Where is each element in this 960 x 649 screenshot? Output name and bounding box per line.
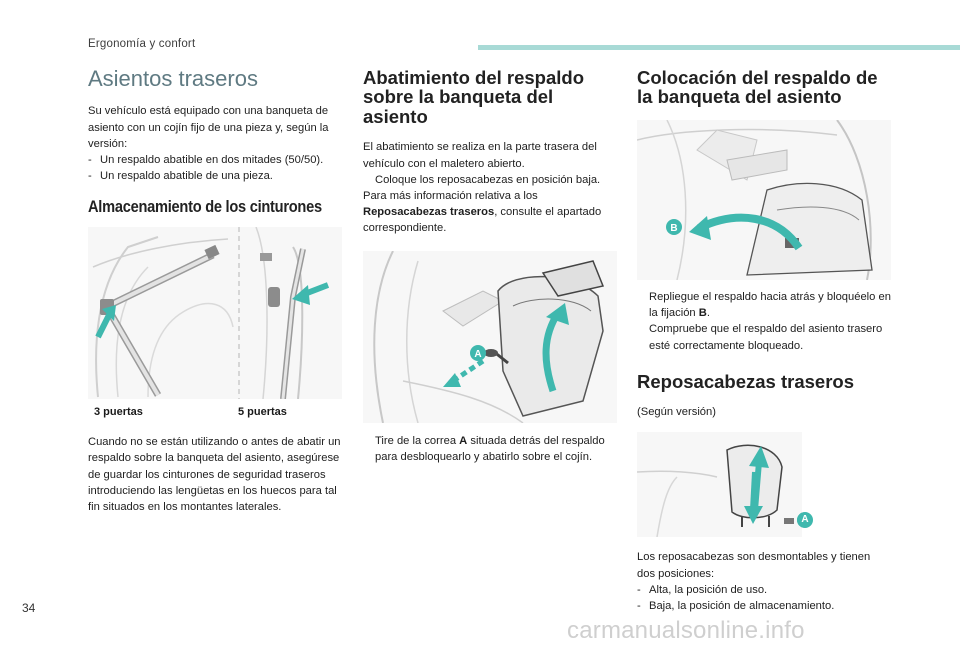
page-title: Asientos traseros xyxy=(88,66,258,91)
belt-storage-text: Cuando no se están utilizando o antes de… xyxy=(88,436,341,514)
column-rear-seats: Asientos traseros Su vehículo está equip… xyxy=(88,62,342,515)
reposition-backrest-figure: B xyxy=(637,119,891,280)
page-number: 34 xyxy=(22,601,36,615)
column-reposition-backrest: Colocación del respaldo de la banqueta d… xyxy=(637,62,891,614)
reposition-steps-list: Repliegue el respaldo hacia atrás y bloq… xyxy=(637,289,891,354)
rear-headrests-heading: Reposacabezas traseros xyxy=(637,370,854,392)
fold-intro-text: El abatimiento se realiza en la parte tr… xyxy=(363,141,597,170)
list-item: -Un respaldo abatible en dos mitades (50… xyxy=(88,154,324,166)
seat-options-list: -Un respaldo abatible en dos mitades (50… xyxy=(88,152,342,184)
reposition-backrest-illustration: B xyxy=(637,119,891,280)
version-note: (Según versión) xyxy=(637,406,716,419)
headrest-illustration xyxy=(637,432,802,538)
intro-text: Su vehículo está equipado con una banque… xyxy=(88,105,329,150)
caption-3-doors: 3 puertas xyxy=(94,406,143,419)
belt-storage-heading: Almacenamiento de los cinturones xyxy=(88,197,322,217)
figure-label-b: B xyxy=(670,223,677,234)
fold-backrest-illustration: A xyxy=(363,250,617,423)
watermark: carmanualsonline.info xyxy=(567,617,805,644)
section-header-bar xyxy=(478,45,960,50)
headrest-reference-text: Para más información relativa a los Repo… xyxy=(363,189,602,235)
figure-captions: 3 puertas 5 puertas xyxy=(88,406,342,418)
list-item: Tire de la correa A situada detrás del r… xyxy=(375,434,605,463)
headrest-text: Los reposacabezas son desmontables y tie… xyxy=(637,551,871,580)
list-item: Coloque los reposacabezas en posición ba… xyxy=(375,173,601,186)
column-fold-backrest: Abatimiento del respaldo sobre la banque… xyxy=(363,62,617,465)
caption-5-doors: 5 puertas xyxy=(238,406,287,419)
belt-storage-illustration xyxy=(88,227,342,400)
list-item: -Alta, la posición de uso. xyxy=(637,583,768,596)
belt-storage-figure xyxy=(88,227,342,400)
figure-label-a-headrest: A xyxy=(797,512,813,529)
reposition-backrest-heading: Colocación del respaldo de la banqueta d… xyxy=(637,67,878,108)
fold-backrest-heading: Abatimiento del respaldo sobre la banque… xyxy=(363,67,585,127)
fold-release-list: Tire de la correa A situada detrás del r… xyxy=(363,433,617,465)
fold-steps-list: Coloque los reposacabezas en posición ba… xyxy=(363,172,617,188)
section-header-label: Ergonomía y confort xyxy=(88,38,196,50)
figure-label-a: A xyxy=(474,349,481,360)
headrest-figure: A xyxy=(637,432,813,538)
list-item: Repliegue el respaldo hacia atrás y bloq… xyxy=(649,290,891,320)
list-item: -Un respaldo abatible de una pieza. xyxy=(88,170,273,183)
headrest-positions-list: -Alta, la posición de uso. -Baja, la pos… xyxy=(637,582,891,614)
list-item: Compruebe que el respaldo del asiento tr… xyxy=(649,323,883,352)
list-item: -Baja, la posición de almacenamiento. xyxy=(637,600,835,613)
fold-backrest-figure: A xyxy=(363,250,617,423)
